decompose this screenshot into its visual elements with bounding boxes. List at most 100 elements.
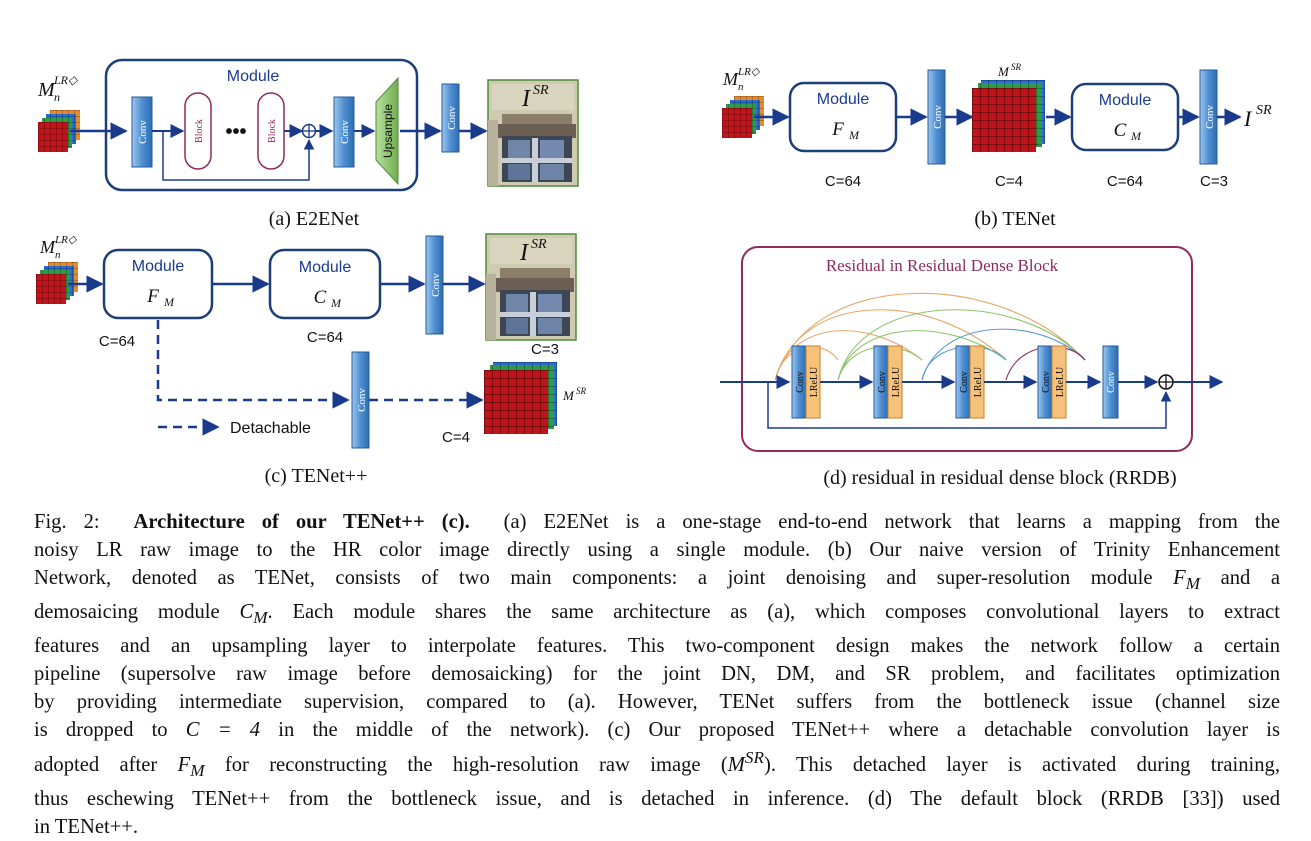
module-symbol: C [314,287,327,308]
lrelu-label: LReLU [973,366,984,397]
panel-c-caption: (c) TENet++ [265,465,368,487]
block-1 [184,92,212,170]
channel-label: C=4 [442,429,470,446]
channel-label: C=64 [825,173,861,190]
conv-label: Conv [137,120,149,144]
conv-label: Conv [339,120,351,144]
caption-text: is dropped to [34,719,168,742]
msr-symbol: M [997,64,1010,79]
module-title: Module [817,91,870,108]
block-label: Block [194,119,205,143]
caption-line: in TENet++. [34,813,1280,841]
panel-b-tenet: M LR◇ n Module F M Conv M SR Module C M … [722,62,1272,230]
caption-text: Network, denoted as TENet, consists of t… [34,567,1153,589]
architecture-figure: M LR◇ n Module Conv Block ••• Block Conv… [36,58,1272,489]
ellipsis: ••• [225,121,246,143]
upsample-label: Upsample [381,104,395,158]
conv-label: Conv [430,273,442,297]
module-subscript: M [848,128,860,142]
caption-text: . Each module shares the same architectu… [267,601,1280,624]
figure-caption: Fig. 2: Architecture of our TENet++ (c).… [34,508,1280,841]
lrelu-label: LReLU [809,366,820,397]
conv-label: Conv [932,105,944,129]
math-symbol: F [1173,567,1186,589]
caption-text: for reconstructing the high-resolution r… [224,754,728,777]
input-symbol: M [39,237,56,257]
math-subscript: M [190,761,205,781]
output-superscript: SR [531,237,547,252]
module-subscript: M [1130,129,1142,143]
dense-unit-3: Conv LReLU [955,345,985,419]
conv-label: Conv [1204,105,1216,129]
module-symbol: C [1114,120,1127,141]
module-title: Module [299,259,352,276]
math-symbol: C [239,601,254,624]
input-superscript: LR◇ [737,66,761,78]
caption-bold-title: Architecture of our TENet++ (c). [133,511,470,533]
lrelu-label: LReLU [891,366,902,397]
channel-label: C=3 [1200,173,1228,190]
input-subscript: n [54,90,60,104]
detachable-branch [156,320,350,409]
skip-connection [162,131,315,181]
math-symbol: M [727,754,745,777]
lrelu-label: LReLU [1055,366,1066,397]
caption-line: by providing intermediate supervision, c… [34,688,1280,716]
module-subscript: M [163,295,175,309]
conv-label: Conv [446,106,458,130]
math-superscript: SR [744,748,764,768]
caption-line: thus eschewing TENet++ from the bottlene… [34,785,1280,813]
module-title: Module [132,258,185,275]
residual-skip [767,382,1172,429]
module-subscript: M [330,296,342,310]
rrdb-box [741,246,1193,452]
channel-label: C=4 [995,173,1023,190]
caption-text: ). This detached layer is activated duri… [763,754,1280,777]
output-symbol: I [519,240,529,266]
module-title: Module [227,68,280,85]
caption-line: demosaicing module CM. Each module share… [34,598,1280,632]
msr-superscript: SR [1011,62,1022,72]
dense-unit-1: Conv LReLU [791,345,821,419]
msr-symbol: M [562,388,575,403]
conv-label: Conv [1106,371,1117,393]
module-box [104,58,419,192]
panel-a-input-label: M LR◇ n [37,73,78,104]
channel-label: C=64 [1107,173,1143,190]
caption-text: noisy LR raw image to the HR color image… [34,539,1280,561]
math-subscript: M [253,608,268,628]
upsample-layer [375,76,399,186]
caption-line: adopted after FM for reconstructing the … [34,744,1280,785]
caption-line: pipeline (supersolve raw image before de… [34,660,1280,688]
input-superscript: LR◇ [54,234,78,246]
block-label: Block [267,119,278,143]
caption-text: adopted after [34,754,158,777]
panel-a-e2enet: M LR◇ n Module Conv Block ••• Block Conv… [37,58,579,230]
panel-d-caption: (d) residual in residual dense block (RR… [823,467,1176,489]
caption-text: in the middle of the network). (c) Our p… [278,719,1280,742]
caption-text: demosaicing module [34,601,220,624]
msr-tensor-icon [972,80,1045,152]
caption-line: Network, denoted as TENet, consists of t… [34,564,1280,598]
conv-layer [441,83,460,153]
input-superscript: LR◇ [53,73,78,87]
input-subscript: n [55,249,61,261]
output-symbol: I [521,86,531,112]
caption-text: pipeline (supersolve raw image before de… [34,663,1280,686]
input-subscript: n [738,81,744,93]
input-symbol: M [722,69,739,89]
conv-label: Conv [1041,371,1052,393]
dense-unit-2: Conv LReLU [873,345,903,419]
panel-c-tenetplusplus: M LR◇ n Module F M Module C M Conv I SR … [36,233,587,487]
msr-tensor-icon [484,362,557,434]
output-symbol: I [1243,106,1253,131]
caption-line: Fig. 2: Architecture of our TENet++ (c).… [34,508,1280,536]
caption-line: is dropped to C = 4 in the middle of the… [34,716,1280,744]
channel-label: C=3 [531,341,559,358]
math-equation: C = 4 [185,719,261,742]
caption-text: and a [1220,567,1281,589]
conv-label: Conv [959,371,970,393]
panel-a-caption: (a) E2ENet [269,208,360,230]
caption-text: features and an upsampling layer to inte… [34,635,1280,658]
module-title: Module [1099,92,1152,109]
